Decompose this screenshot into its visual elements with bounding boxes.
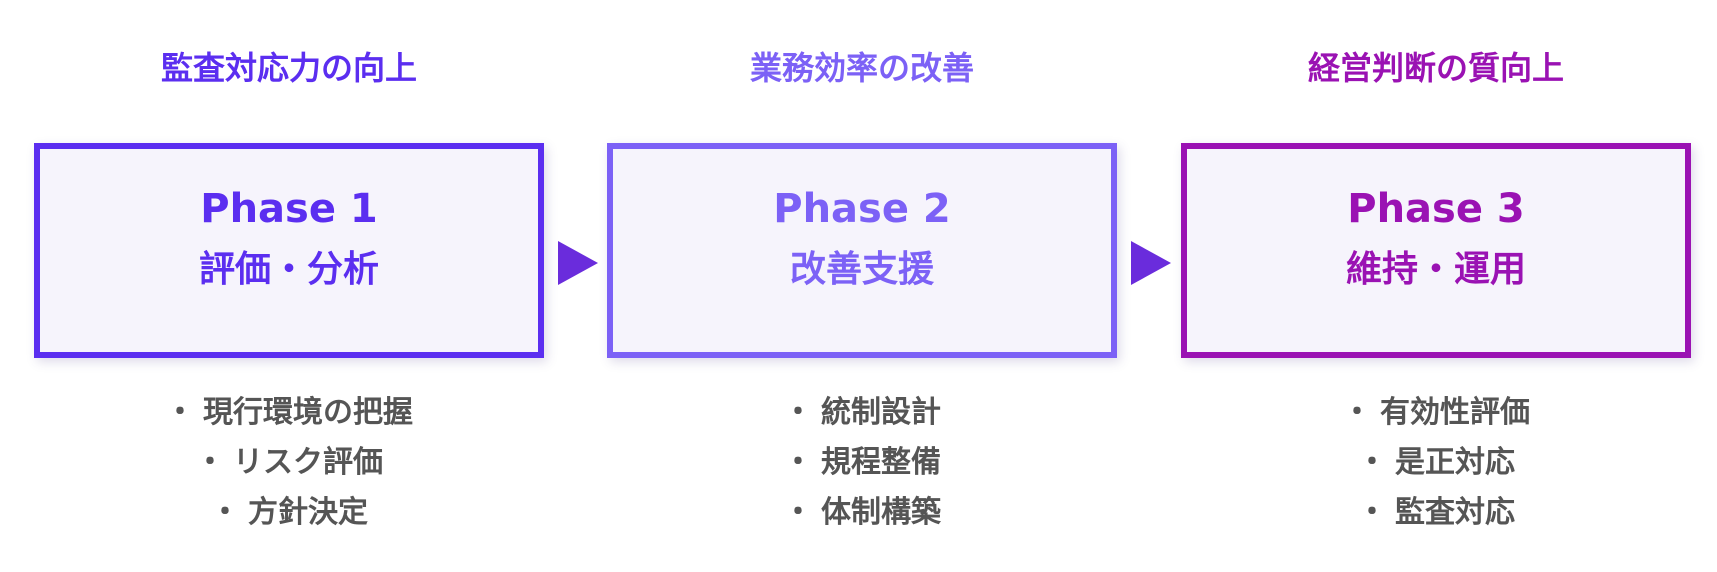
bullet-icon: ・: [783, 395, 813, 430]
list-item: ・規程整備: [783, 445, 941, 480]
list-item: ・統制設計: [783, 395, 941, 430]
phase-3-box: Phase 3 維持・運用: [1181, 143, 1691, 358]
phase-column-2: 業務効率の改善 Phase 2 改善支援 ・統制設計 ・規程整備 ・体制構築: [607, 0, 1117, 572]
bullet-icon: ・: [210, 495, 240, 530]
phase-2-box: Phase 2 改善支援: [607, 143, 1117, 358]
bullet-icon: ・: [165, 395, 195, 430]
phase-1-item-list: ・現行環境の把握 ・リスク評価 ・方針決定: [34, 388, 544, 538]
bullet-icon: ・: [783, 445, 813, 480]
phase-column-1: 監査対応力の向上 Phase 1 評価・分析 ・現行環境の把握 ・リスク評価 ・…: [34, 0, 544, 572]
list-item: ・方針決定: [210, 495, 368, 530]
phase-column-3: 経営判断の質向上 Phase 3 維持・運用 ・有効性評価 ・是正対応 ・監査対…: [1181, 0, 1691, 572]
phase-2-item-list: ・統制設計 ・規程整備 ・体制構築: [607, 388, 1117, 538]
bullet-icon: ・: [783, 495, 813, 530]
phase-1-label: Phase 1: [200, 186, 378, 232]
list-item: ・是正対応: [1357, 445, 1515, 480]
bullet-icon: ・: [1342, 395, 1372, 430]
list-item: ・監査対応: [1357, 495, 1515, 530]
phase-2-subtitle: 改善支援: [789, 249, 934, 290]
phase-3-subtitle: 維持・運用: [1345, 249, 1526, 290]
triangle-right-icon: [1131, 241, 1171, 285]
phase-3-item-list: ・有効性評価 ・是正対応 ・監査対応: [1181, 388, 1691, 538]
triangle-right-icon: [558, 241, 598, 285]
list-item: ・体制構築: [783, 495, 941, 530]
bullet-icon: ・: [1357, 495, 1387, 530]
phase-1-box: Phase 1 評価・分析: [34, 143, 544, 358]
phase-1-subtitle: 評価・分析: [198, 249, 379, 290]
phase-1-goal-heading: 監査対応力の向上: [160, 49, 417, 87]
bullet-icon: ・: [1357, 445, 1387, 480]
list-item: ・現行環境の把握: [165, 395, 413, 430]
list-item: ・有効性評価: [1342, 395, 1530, 430]
list-item: ・リスク評価: [195, 445, 383, 480]
phase-2-label: Phase 2: [773, 186, 951, 232]
bullet-icon: ・: [195, 445, 225, 480]
phase-2-goal-heading: 業務効率の改善: [749, 49, 974, 87]
phase-3-goal-heading: 経営判断の質向上: [1307, 49, 1564, 87]
phase-3-label: Phase 3: [1347, 186, 1525, 232]
